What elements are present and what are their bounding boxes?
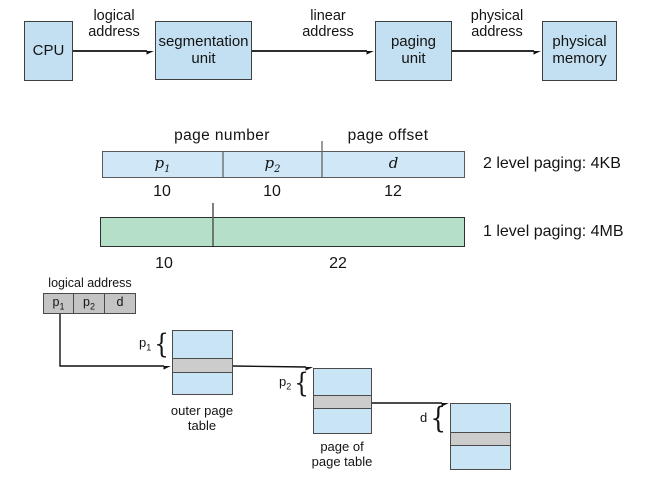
- one-level-caption: 1 level paging: 4MB: [483, 223, 624, 240]
- paging-unit-box: paging unit: [375, 21, 452, 81]
- p2-index-label: p2 {: [279, 367, 310, 399]
- field-p2: p2: [223, 151, 322, 178]
- p1-cell-text: p1: [52, 295, 65, 312]
- middle-table-row-bottom: [314, 409, 371, 433]
- middle-table-row-top: [314, 369, 371, 395]
- d-index-text: d: [420, 409, 428, 425]
- field-d: d: [322, 151, 465, 178]
- outer-table-row-bottom: [173, 373, 232, 394]
- address-cell-p1: p1: [43, 293, 74, 314]
- outer-table-selected-entry: [173, 358, 232, 373]
- final-page-table: [450, 403, 511, 470]
- p1-index-label: p1 {: [139, 328, 170, 360]
- address-cell-p2: p2: [74, 293, 105, 314]
- p1-index-text: p1: [139, 335, 152, 353]
- walk-logical-address-label: logical address: [48, 276, 132, 290]
- two-level-caption: 2 level paging: 4KB: [483, 155, 621, 172]
- d-variable: d: [388, 154, 399, 172]
- segmentation-unit-box: segmentation unit: [155, 21, 252, 80]
- logical-address-cells: p1 p2 d: [43, 293, 136, 314]
- logical-address-label: logical address: [88, 8, 140, 40]
- field-p1: p1: [102, 151, 223, 178]
- p2-index-text: p2: [279, 374, 292, 392]
- final-table-selected-entry: [451, 432, 510, 446]
- linear-address-label: linear address: [302, 8, 354, 40]
- page-offset-header: page offset: [347, 127, 429, 144]
- outer-table-row-top: [173, 331, 232, 358]
- page-of-page-table: [313, 368, 372, 434]
- one-level-address-bar: [100, 217, 465, 247]
- final-table-row-bottom: [451, 446, 510, 469]
- d-index-label: d {: [420, 401, 448, 435]
- p1-brace: {: [154, 328, 170, 360]
- p1-variable: p1: [154, 154, 171, 175]
- address-cell-d: d: [105, 293, 136, 314]
- p1-bit-count: 10: [153, 183, 171, 200]
- cpu-box: CPU: [24, 21, 73, 81]
- final-table-row-top: [451, 404, 510, 432]
- middle-table-selected-entry: [314, 395, 371, 409]
- page-of-page-table-caption: page of page table: [311, 439, 373, 469]
- one-level-bits-right: 22: [329, 255, 347, 272]
- d-brace: {: [430, 401, 447, 435]
- physical-address-label: physical address: [470, 8, 524, 40]
- physical-memory-box: physical memory: [542, 21, 617, 81]
- p2-brace: {: [294, 367, 310, 399]
- one-level-bits-left: 10: [155, 255, 173, 272]
- p2-variable: p2: [264, 154, 281, 175]
- d-cell-text: d: [116, 295, 124, 310]
- p2-cell-text: p2: [83, 295, 95, 312]
- d-bit-count: 12: [384, 183, 402, 200]
- two-level-address-bar: [102, 151, 465, 178]
- outer-page-table-caption: outer page table: [170, 403, 234, 433]
- page-number-header: page number: [174, 127, 270, 144]
- outer-page-table: [172, 330, 233, 395]
- p2-bit-count: 10: [263, 183, 281, 200]
